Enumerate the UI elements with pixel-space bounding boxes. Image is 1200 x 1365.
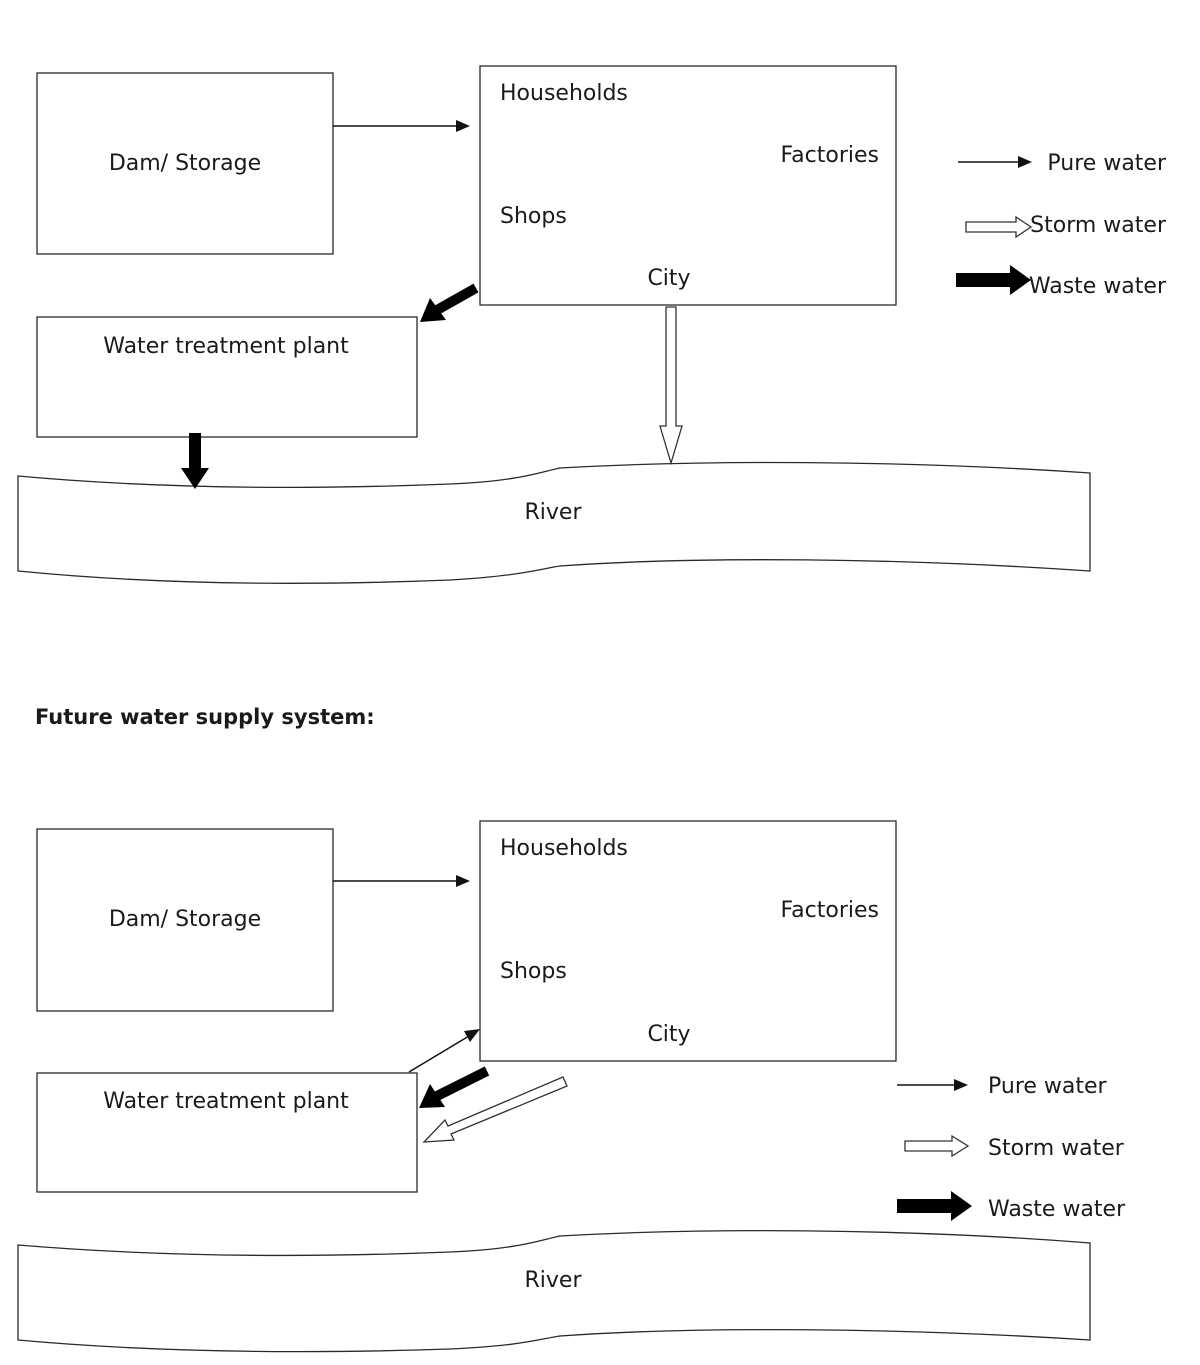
future-legend-pure-arrow [954, 1079, 968, 1091]
current-city-box [479, 65, 897, 306]
future-pure-water-arrow [333, 875, 470, 887]
current-system: Dam/ Storage Households Factories Shops … [17, 65, 1167, 584]
current-legend-storm-arrow [965, 215, 1033, 239]
future-legend-pure-label: Pure water [988, 1074, 1108, 1099]
future-legend-waste-arrow [897, 1191, 972, 1221]
future-shops-label: Shops [500, 959, 567, 984]
future-legend-storm-label: Storm water [988, 1136, 1125, 1161]
future-heading: Future water supply system: [35, 705, 375, 729]
current-river-shape [17, 461, 1091, 584]
future-treatment-plant-label: Water treatment plant [103, 1089, 349, 1114]
current-legend-pure-arrow [1018, 156, 1032, 168]
current-households-label: Households [500, 81, 628, 106]
future-legend: Pure water Storm water Waste water [897, 1074, 1126, 1222]
future-river-shape [17, 1230, 1091, 1353]
current-factories-label: Factories [781, 143, 879, 168]
future-legend-storm-arrow [904, 1134, 970, 1158]
current-treatment-plant-box [36, 316, 418, 438]
future-factories-label: Factories [781, 898, 879, 923]
future-treatment-plant-box [36, 1072, 418, 1193]
current-pure-water-arrow [333, 120, 470, 132]
future-legend-waste-label: Waste water [988, 1197, 1126, 1222]
future-system: Dam/ Storage Households Factories Shops … [17, 820, 1126, 1353]
future-river-label: River [525, 1268, 583, 1293]
current-dam-label: Dam/ Storage [109, 151, 261, 176]
current-legend: Pure water Storm water Waste water [956, 151, 1167, 299]
current-dam-box [36, 72, 334, 255]
future-storm-water-arrow [422, 1076, 568, 1143]
current-city-label: City [647, 266, 690, 291]
current-waste-water-arrow [420, 283, 479, 322]
future-city-box [479, 820, 897, 1062]
current-legend-waste-label: Waste water [1029, 274, 1167, 299]
future-households-label: Households [500, 836, 628, 861]
current-treatment-plant-label: Water treatment plant [103, 334, 349, 359]
current-treated-waste-arrow [181, 433, 209, 489]
current-river-label: River [525, 500, 583, 525]
current-legend-waste-arrow [956, 265, 1031, 295]
future-waste-water-arrow [419, 1066, 490, 1108]
future-dam-box [36, 828, 334, 1012]
current-legend-storm-label: Storm water [1030, 213, 1167, 238]
current-shops-label: Shops [500, 204, 567, 229]
future-dam-label: Dam/ Storage [109, 907, 261, 932]
current-storm-water-arrow [659, 306, 683, 466]
future-city-label: City [647, 1022, 690, 1047]
future-recycled-pure-water-arrow [408, 1029, 480, 1073]
current-legend-pure-label: Pure water [1047, 151, 1167, 176]
